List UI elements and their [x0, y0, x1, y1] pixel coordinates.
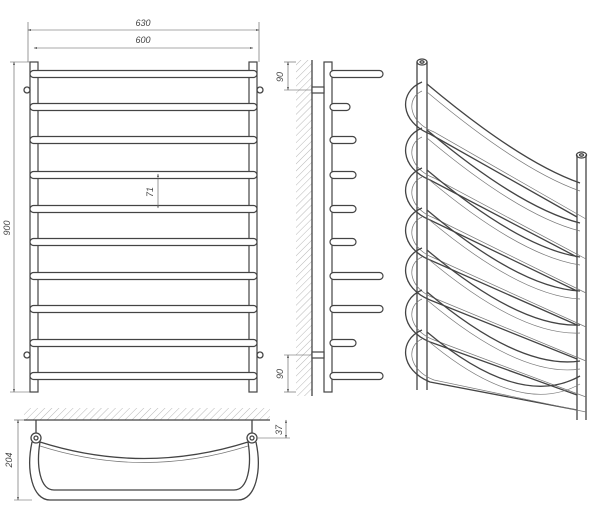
front-bar-6 — [29, 237, 258, 247]
side-bar-3 — [329, 135, 357, 145]
front-view: 630 600 900 71 — [2, 18, 264, 393]
wall-section — [296, 60, 312, 396]
front-bar-7 — [29, 271, 258, 281]
side-bar-6 — [329, 237, 357, 247]
top-view: 204 37 — [4, 408, 290, 501]
dimension-pipe-spacing: 600 — [33, 35, 254, 50]
perspective-bar-6 — [405, 289, 587, 398]
front-bar-8 — [29, 304, 258, 314]
label-wall-distance: 37 — [274, 424, 284, 435]
label-bar-step: 71 — [145, 187, 155, 197]
side-bar-7 — [329, 271, 384, 281]
dimension-bottom-offset: 90 — [275, 354, 312, 393]
perspective-bar-7 — [405, 329, 587, 413]
perspective-bar-2 — [405, 127, 587, 260]
mounting-connectors — [23, 86, 264, 359]
perspective-bar-4 — [405, 207, 587, 328]
dimension-top-offset: 90 — [275, 61, 312, 91]
side-view: 90 90 — [275, 60, 384, 396]
dimension-height: 900 — [2, 61, 30, 393]
dimension-bar-step: 71 — [145, 173, 160, 209]
top-wall-section — [24, 408, 270, 420]
dimension-depth: 204 — [4, 419, 32, 501]
label-top-offset: 90 — [275, 72, 285, 82]
perspective-bars — [405, 81, 587, 413]
front-bars — [29, 69, 258, 381]
dimension-overall-width: 630 — [27, 18, 260, 62]
side-bar-2 — [329, 102, 351, 112]
side-bar-5 — [329, 204, 357, 214]
dimension-wall-distance: 37 — [258, 419, 290, 439]
side-bar-9 — [329, 338, 357, 348]
left-vertical-pipe — [29, 61, 39, 393]
perspective-view — [405, 58, 588, 420]
front-bar-10 — [29, 371, 258, 381]
perspective-bar-3 — [405, 167, 587, 294]
side-vertical-pipe — [323, 61, 333, 393]
label-bottom-offset: 90 — [275, 369, 285, 379]
side-bar-4 — [329, 170, 357, 180]
right-connector — [246, 432, 258, 444]
label-height: 900 — [2, 220, 12, 235]
front-bar-3 — [29, 135, 258, 145]
label-pipe-spacing: 600 — [135, 35, 150, 45]
left-post-cap — [416, 58, 428, 66]
front-bar-9 — [29, 338, 258, 348]
label-overall-width: 630 — [135, 18, 150, 28]
front-bar-4 — [29, 170, 258, 180]
side-bar-1 — [329, 69, 384, 79]
side-bar-10 — [329, 371, 384, 381]
side-bars — [329, 69, 384, 381]
curved-bar-outline — [29, 441, 259, 501]
label-depth: 204 — [4, 452, 14, 468]
perspective-bar-1 — [405, 81, 587, 220]
right-vertical-pipe — [248, 61, 258, 393]
front-bar-5 — [29, 204, 258, 214]
front-bar-2 — [29, 102, 258, 112]
right-post-cap — [575, 151, 588, 159]
front-bar-1 — [29, 69, 258, 79]
side-bar-8 — [329, 304, 384, 314]
left-connector — [30, 432, 42, 444]
